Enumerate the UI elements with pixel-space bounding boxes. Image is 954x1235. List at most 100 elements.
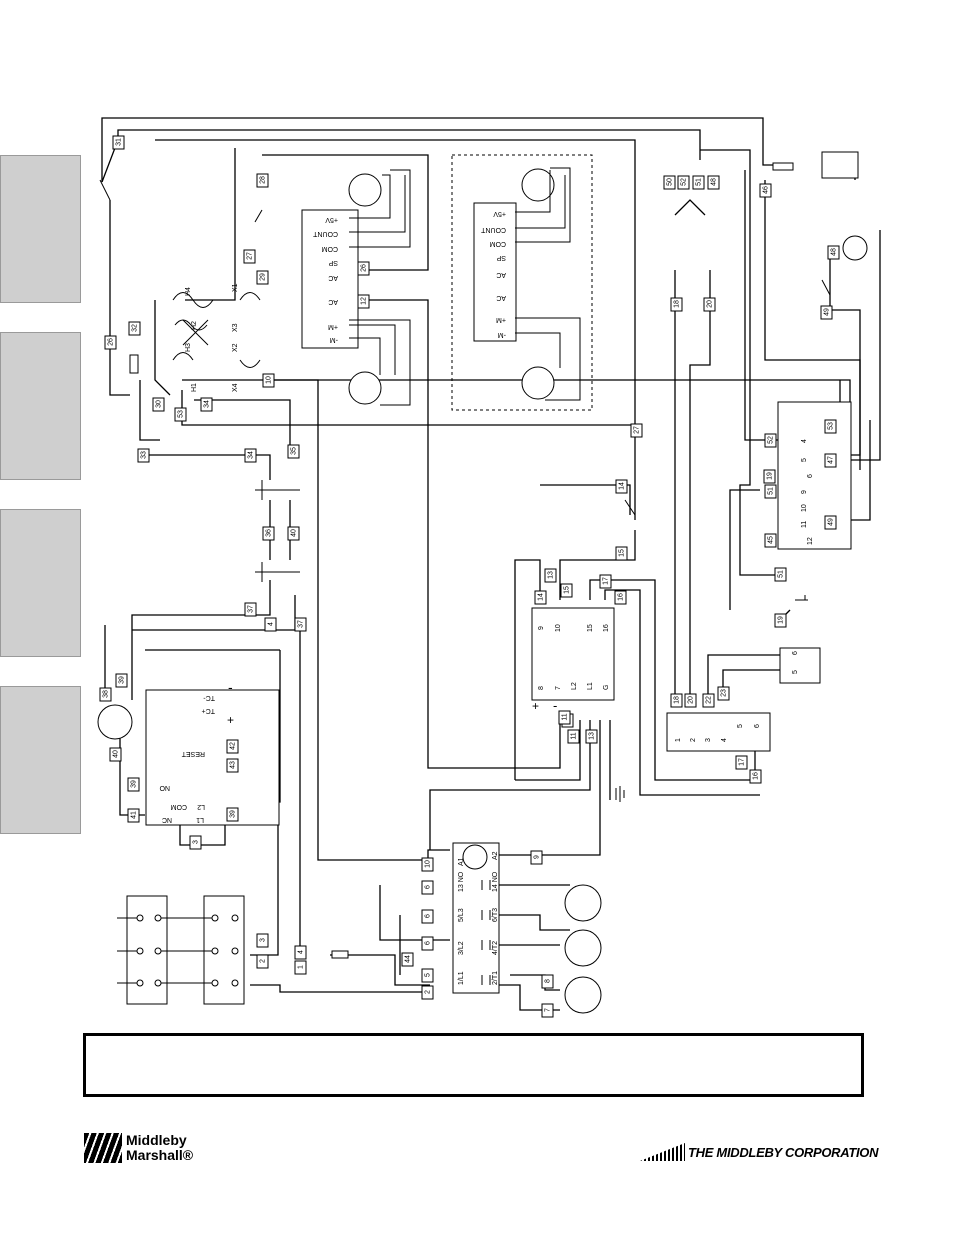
main-wires [101,117,881,1011]
wire-tag-label: 53 [178,410,185,418]
wire-tag: 38 [99,687,112,702]
section-tab-1[interactable] [0,155,81,303]
wire-tag: 34 [200,397,213,412]
wire-tag-label: 27 [247,252,254,260]
sensor1-label-6: +M [328,323,338,330]
wire-tag-label: 10 [266,376,273,384]
terminal-block-right [666,712,771,752]
section-tab-2[interactable] [0,332,81,480]
tb-pin-1: 1 [675,738,682,742]
wire-tag-label: 28 [260,176,267,184]
wire-tag: 49 [824,515,837,530]
sensor1-label-1: COUNT [312,230,338,237]
wire-tag: 22 [702,693,715,708]
wire-tag-label: 31 [116,138,123,146]
speed-pin-l2: L2 [571,682,578,690]
wire-tag-label: 7 [545,1008,552,1012]
relay-pin-5: 5 [801,458,808,462]
section-tab-3[interactable] [0,509,81,657]
contactor-a2: A2 [492,851,499,860]
wire-tag: 15 [615,546,628,561]
contactor-1l1: 1/L1 [458,971,465,985]
wire-tag-label: 17 [739,758,746,766]
corporation-mark-icon [640,1143,685,1161]
no-label: NO [159,784,170,791]
wire-tag-label: 5 [425,973,432,977]
wire-tag-label: 19 [767,472,774,480]
section-tab-4[interactable] [0,686,81,834]
wire-tag-label: 13 [589,732,596,740]
wire-tag: 41 [127,808,140,823]
tc-plus-label: TC+ [202,707,215,714]
wire-tag: 34 [244,448,257,463]
wire-tag: 13 [544,568,557,583]
wire-tag-label: 4 [298,950,305,954]
wire-tag: 10 [421,857,434,872]
wire-tag-label: 40 [291,529,298,537]
contactor [452,842,500,994]
contactor-14no: 14 NO [492,871,499,892]
wire-tag-label: 33 [141,451,148,459]
speed-minus: - [553,698,557,713]
relay-board [777,401,852,550]
wire-tag-label: 4 [268,622,275,626]
speed-plus: + [532,699,539,713]
sensor2-label-3: SP [496,254,506,261]
wire-tag-label: 1 [298,965,305,969]
speed-pin-g: G [603,685,610,690]
sensor1-label-4: AC [328,274,338,281]
sensor2-label-4: AC [496,271,506,278]
tb-pin-6: 6 [754,724,761,728]
wire-tag: 31 [112,135,125,150]
sensor2-label-6: +M [496,316,506,323]
wire-tag-label: 11 [571,732,578,739]
l1-label: L1 [196,816,204,823]
wire-tag-label: 17 [603,577,610,585]
wire-tag-label: 47 [828,456,835,464]
speed-pin-8: 8 [538,686,545,690]
xfmr-h2: H2 [191,321,198,330]
tb-pin-2: 2 [690,738,697,742]
wire-tag-label: 43 [230,761,237,769]
wire-tag-label: 6 [425,941,432,945]
wire-tag-label: 19 [778,616,785,624]
tb-pin-5: 5 [737,724,744,728]
wire-tag: 53 [824,419,837,434]
wire-tag: 18 [670,693,683,708]
wire-tag: 50 [663,175,676,190]
tb-pin-4: 4 [721,738,728,742]
wire-tag: 47 [824,453,837,468]
wire-tag: 40 [109,747,122,762]
wire-tag-label: 20 [707,300,714,308]
sensor1-label-0: +5V [325,216,338,223]
wire-tag: 19 [774,613,787,628]
dashed-enclosure [451,154,593,411]
wire-tag: 14 [534,590,547,605]
wire-tag-label: 6 [425,914,432,918]
wire-tag-label: 13 [548,571,555,579]
contactor-5l3: 5/L3 [458,908,465,922]
wire-tag: 33 [137,448,150,463]
contactor-3l2: 3/L2 [458,941,465,955]
wire-tag-label: 20 [688,696,695,704]
temperature-controller [145,689,280,826]
wire-tag-label: 16 [618,593,625,601]
wire-tag-label: 50 [667,178,674,186]
speed-pin-15: 15 [587,624,594,632]
tc-minus-label: TC- [203,694,215,701]
wire-tag: 10 [262,373,275,388]
xfmr-h3: H3 [185,343,192,352]
power-inlet-box [821,151,859,179]
wire-tag: 6 [421,909,434,924]
wire-tag-label: 38 [103,690,110,698]
fuse-left [129,354,139,374]
sensor1-label-7: -M [330,336,338,343]
motor-2 [564,929,602,967]
wire-tag: 8 [541,974,554,989]
relay-pin-12: 12 [807,537,814,545]
speed-board [531,607,615,701]
wire-tag-label: 34 [204,400,211,408]
wire-tag: 14 [615,479,628,494]
wire-tag-label: 52 [681,178,688,186]
